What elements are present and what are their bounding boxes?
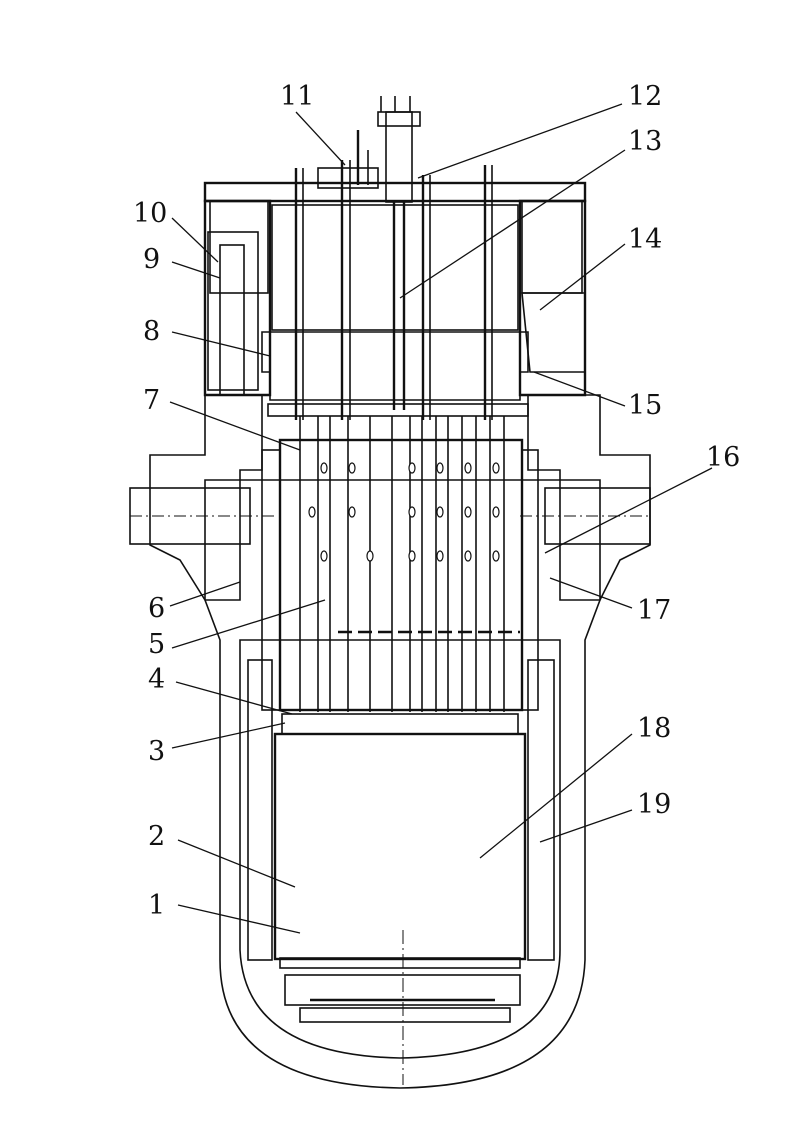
leader-lines: [169, 103, 713, 934]
shield-block-left: [209, 200, 269, 294]
guide-tubes: [299, 416, 505, 712]
flow-holes: [308, 462, 500, 562]
callout-15: 15: [628, 390, 662, 421]
stud-housing: [207, 231, 259, 391]
callout-labels: 1 2 3 4 5 6 7 8 9 10 11 12 13 14 15 16 1…: [133, 81, 740, 921]
core: [247, 659, 555, 1085]
callout-3: 3: [148, 736, 165, 767]
callout-10: 10: [133, 198, 167, 229]
barrel-liner-right: [521, 449, 539, 711]
core-bottom-plate: [279, 957, 521, 969]
core-barrel: [273, 732, 527, 961]
callout-6: 6: [148, 593, 165, 624]
drive-lines: [294, 160, 493, 420]
callout-13: 13: [628, 126, 662, 157]
callout-14: 14: [628, 224, 662, 255]
flow-skirt: [299, 1007, 511, 1023]
drive-nut: [377, 111, 421, 127]
ring-forging-right: [521, 292, 586, 373]
barrel-liner-left: [261, 449, 281, 711]
reflector-right: [527, 659, 555, 961]
upper-support-plate: [267, 403, 529, 417]
vessel: [129, 394, 651, 1089]
upper-internals: [261, 403, 539, 712]
callout-7: 7: [143, 385, 160, 416]
core-upper-plate: [281, 713, 519, 735]
top-cover-plate: [203, 181, 587, 203]
callout-1: 1: [148, 890, 165, 921]
callout-16: 16: [706, 442, 740, 473]
callout-12: 12: [628, 81, 662, 112]
vessel-wall: [204, 479, 601, 1089]
callout-18: 18: [637, 713, 671, 744]
callout-8: 8: [143, 316, 160, 347]
callout-19: 19: [637, 789, 671, 820]
stud-bolt: [219, 244, 245, 396]
callout-9: 9: [143, 244, 160, 275]
shield-block-right: [521, 200, 583, 294]
reflector-left: [247, 659, 273, 961]
callout-11: 11: [280, 81, 314, 112]
callout-5: 5: [148, 629, 165, 660]
callout-4: 4: [148, 664, 165, 695]
callout-2: 2: [148, 821, 165, 852]
vessel-flange-left: [149, 394, 263, 601]
callout-17: 17: [637, 595, 671, 626]
vessel-flange-right: [527, 394, 651, 601]
plug-housing: [317, 167, 379, 189]
